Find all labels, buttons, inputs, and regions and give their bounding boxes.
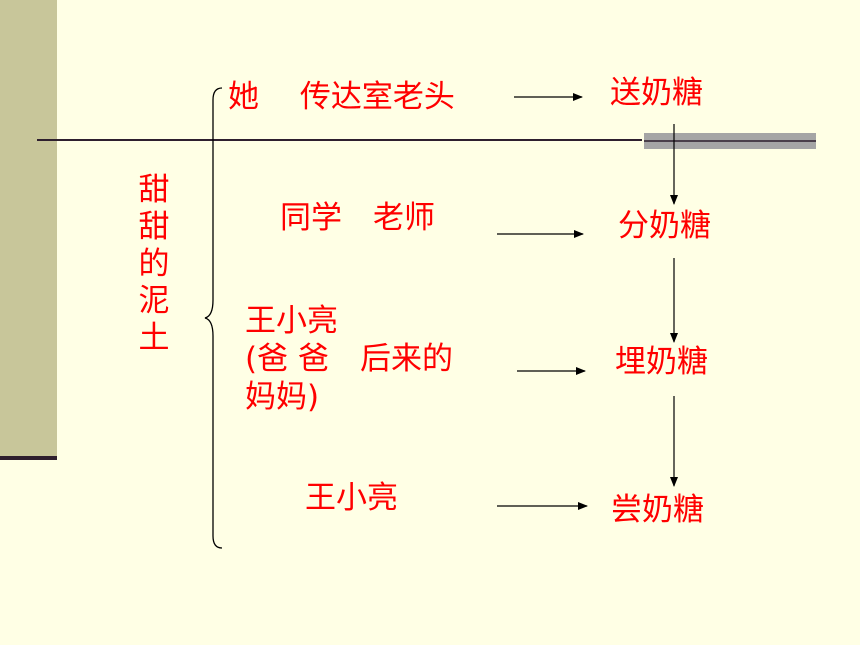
row-4-action: 尝奶糖: [611, 492, 704, 528]
row-3-action: 埋奶糖: [615, 344, 708, 380]
row-1-people: 她 传达室老头: [228, 79, 455, 115]
row-3-people: 王小亮 (爸 爸 后来的 妈妈): [245, 303, 453, 415]
header-rule: [37, 139, 642, 141]
row-4-people: 王小亮: [305, 480, 398, 516]
left-brace: [204, 87, 223, 549]
sidebar-accent-bottom: [0, 456, 57, 460]
row-1-action: 送奶糖: [610, 75, 703, 111]
header-rule-accent-line: [644, 140, 816, 142]
row-2-action: 分奶糖: [618, 208, 711, 244]
vertical-title: 甜甜的泥土: [138, 172, 170, 356]
sidebar-accent-bar: [0, 0, 57, 458]
row-2-people: 同学 老师: [280, 200, 435, 236]
